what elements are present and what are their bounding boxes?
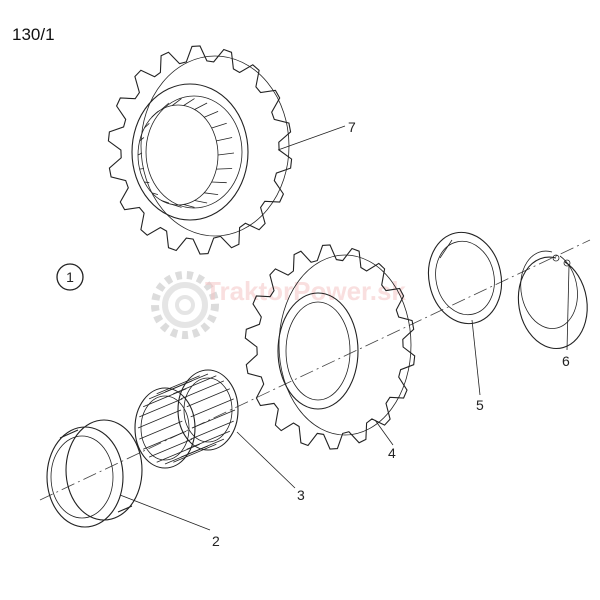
callout-3-label: 3 bbox=[297, 487, 305, 503]
spline-tooth bbox=[216, 168, 233, 170]
callout-4: 4 bbox=[374, 419, 396, 461]
spline-tooth bbox=[204, 111, 219, 118]
watermark: TraktorPower.sk bbox=[151, 271, 406, 339]
needle-roller bbox=[191, 409, 236, 429]
assembly-axis bbox=[39, 239, 591, 501]
part-4-gear bbox=[244, 244, 416, 450]
needle-roller bbox=[186, 388, 230, 408]
spline-tooth bbox=[161, 102, 170, 110]
callout-5-label: 5 bbox=[476, 397, 484, 413]
spline-tooth bbox=[144, 123, 150, 129]
needle-roller bbox=[137, 409, 182, 429]
spline-tooth bbox=[194, 102, 208, 110]
spline-tooth bbox=[194, 200, 208, 204]
spline-tooth bbox=[139, 137, 145, 142]
callout-7-label: 7 bbox=[348, 119, 356, 135]
spline-tooth bbox=[183, 98, 195, 106]
needle-roller bbox=[180, 380, 225, 400]
callout-6-label: 6 bbox=[562, 353, 570, 369]
spline-tooth bbox=[151, 192, 159, 195]
needle-roller bbox=[139, 398, 183, 418]
watermark-gear-icon bbox=[151, 271, 219, 339]
callout-2-label: 2 bbox=[212, 533, 220, 549]
part-7-gear-internal-splines bbox=[107, 45, 293, 255]
needle-roller bbox=[173, 375, 217, 395]
group-marker: 1 bbox=[56, 263, 84, 291]
callout-4-label: 4 bbox=[388, 445, 396, 461]
needle-roller bbox=[173, 443, 217, 463]
part-3-needle-roller-cage bbox=[134, 369, 239, 469]
spline-tooth bbox=[204, 192, 219, 195]
watermark-text: TraktorPower.sk bbox=[205, 276, 406, 306]
needle-roller bbox=[190, 398, 234, 418]
spline-tooth bbox=[183, 204, 195, 208]
sheet-number: 130/1 bbox=[12, 25, 55, 44]
needle-roller bbox=[143, 430, 187, 450]
callout-2: 2 bbox=[119, 494, 220, 549]
spline-tooth bbox=[151, 111, 159, 118]
needle-roller bbox=[148, 438, 193, 458]
needle-roller bbox=[156, 375, 200, 395]
spline-tooth bbox=[217, 152, 235, 156]
part-2-bearing-ring bbox=[46, 419, 143, 528]
needle-roller bbox=[164, 373, 209, 393]
part-6-circlip bbox=[517, 250, 588, 350]
needle-roller bbox=[156, 443, 200, 463]
needle-roller bbox=[164, 445, 209, 465]
part-5-thrust-washer bbox=[427, 231, 503, 325]
needle-roller bbox=[139, 420, 183, 440]
callout-6: 6 bbox=[562, 265, 570, 369]
group-marker-label: 1 bbox=[66, 269, 74, 285]
spline-tooth bbox=[172, 98, 182, 106]
spline-tooth bbox=[211, 122, 227, 129]
needle-roller bbox=[190, 420, 234, 440]
callout-7: 7 bbox=[277, 119, 356, 151]
callout-3: 3 bbox=[236, 431, 305, 503]
spline-tooth bbox=[172, 204, 182, 208]
spline-tooth bbox=[216, 137, 233, 142]
callout-5: 5 bbox=[471, 319, 484, 413]
spline-tooth bbox=[161, 200, 170, 204]
spline-tooth bbox=[211, 181, 227, 184]
